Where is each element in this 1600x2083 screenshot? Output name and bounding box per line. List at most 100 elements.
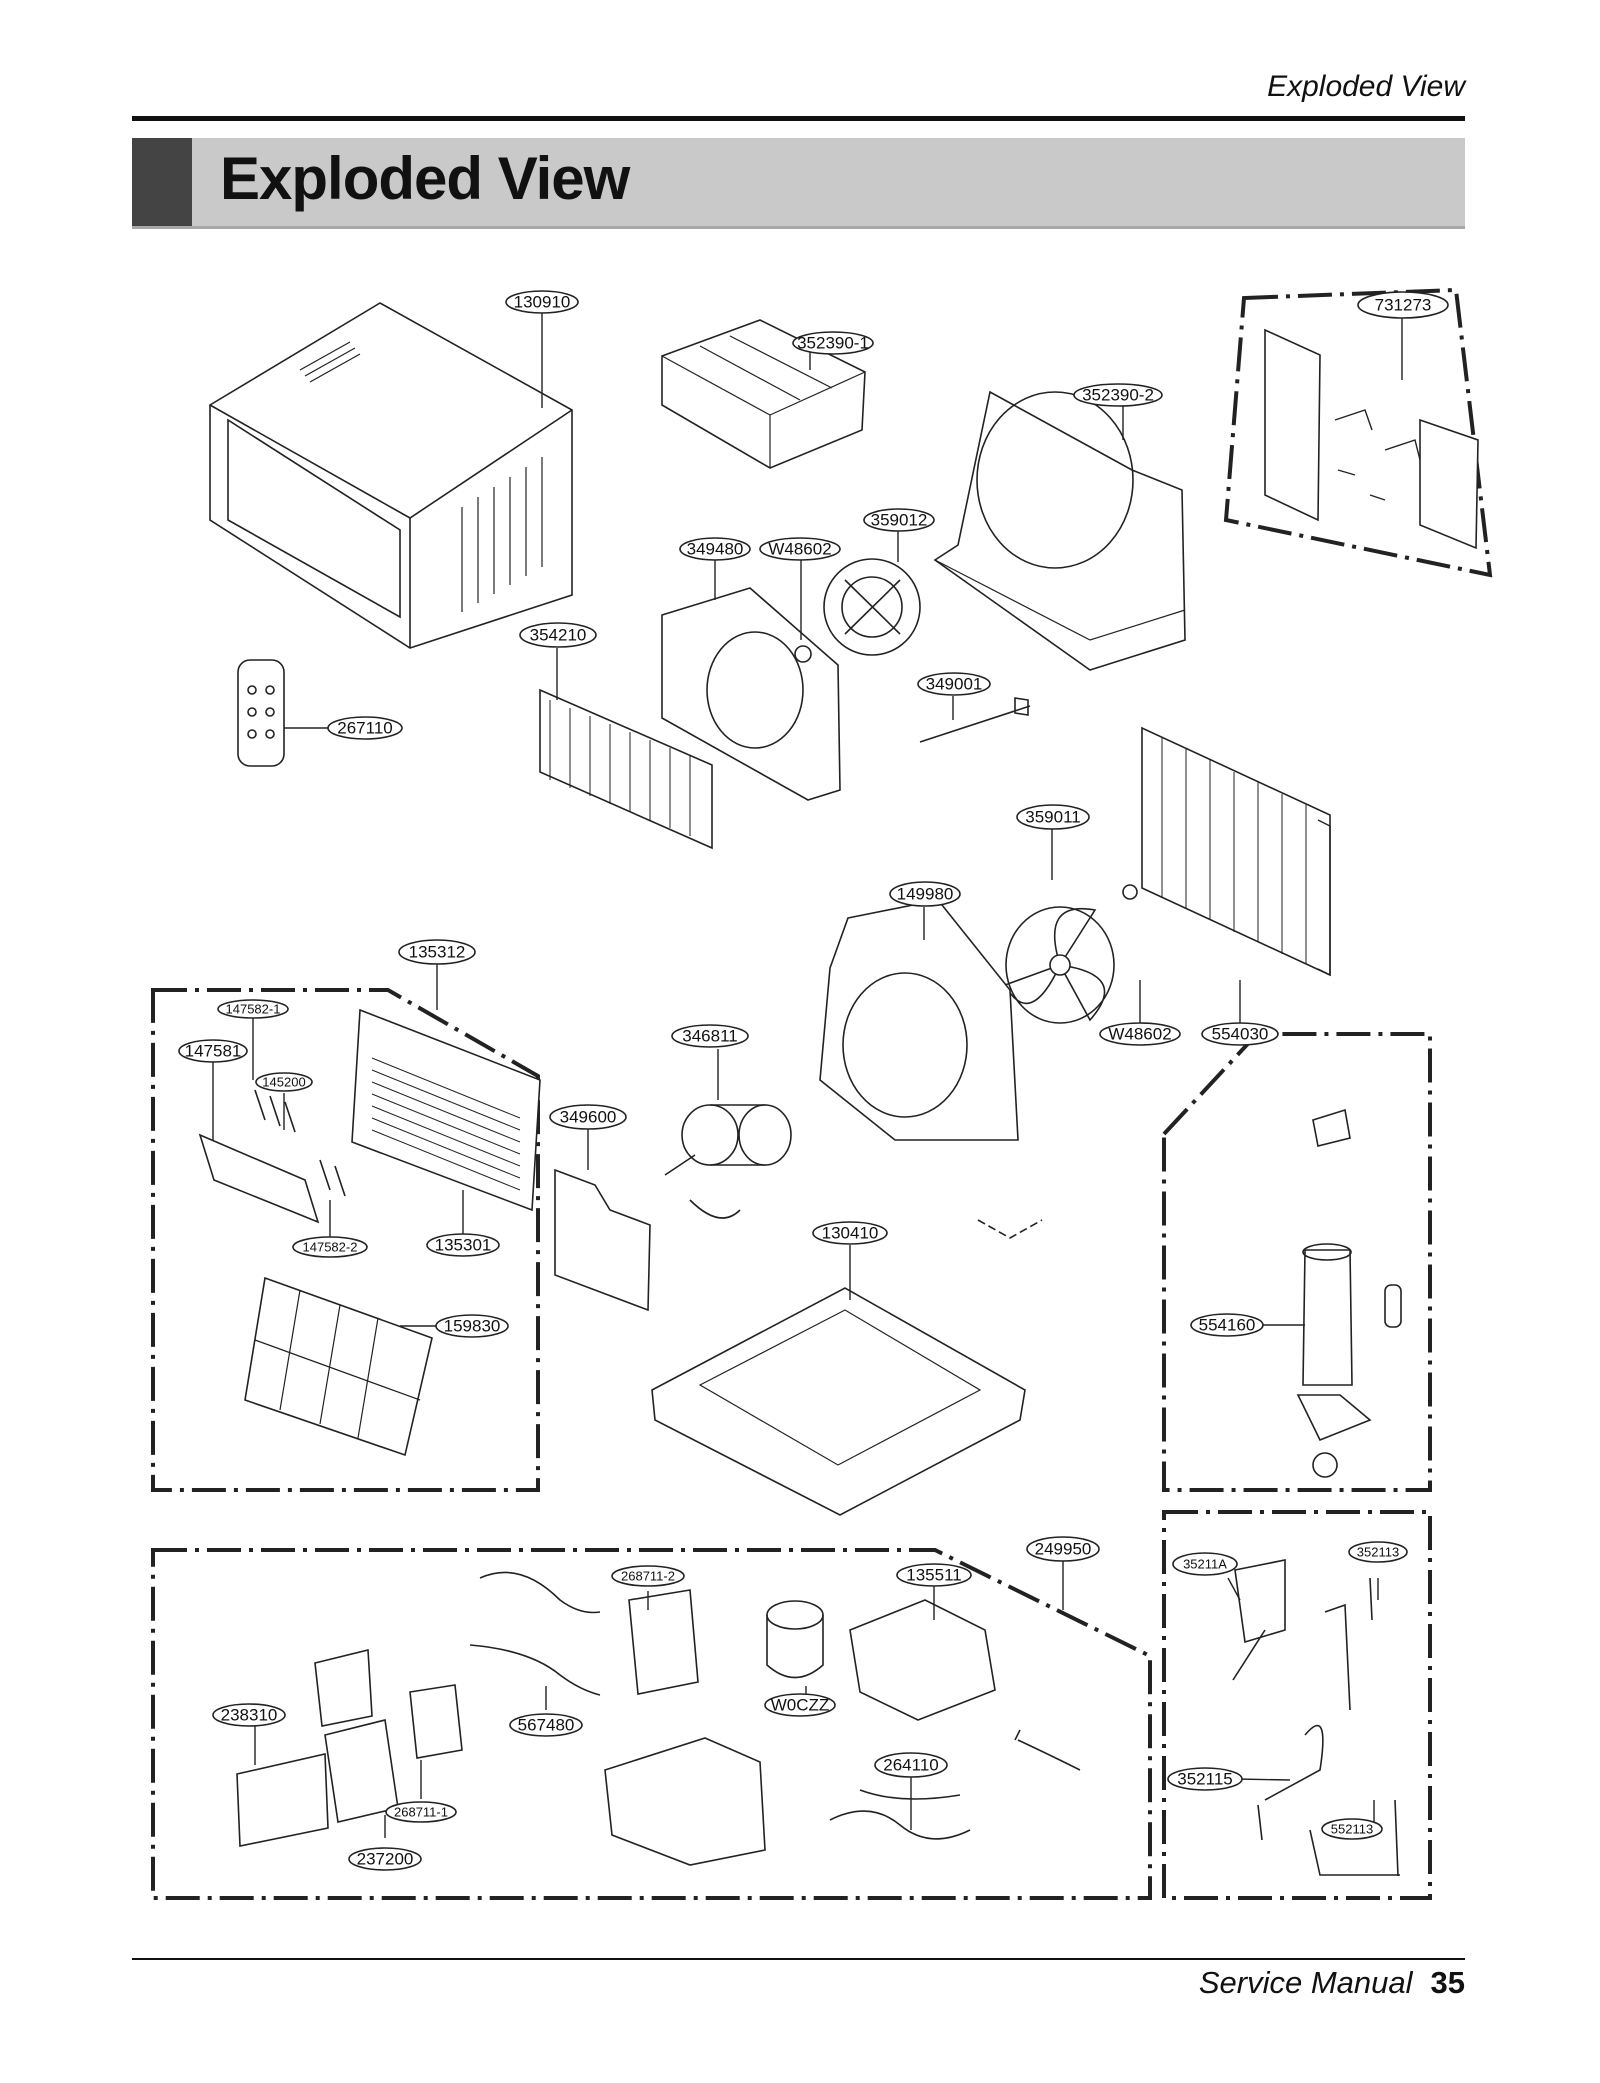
part-callout: 552113 [1321, 1818, 1383, 1840]
svg-text:35211A: 35211A [1183, 1557, 1227, 1572]
part-callout: 238310 [212, 1703, 286, 1727]
part-callout: W48602 [759, 537, 841, 561]
power-cord-part [829, 1789, 971, 1840]
svg-text:W48602: W48602 [1108, 1025, 1171, 1044]
svg-text:567480: 567480 [518, 1716, 575, 1735]
svg-text:159830: 159830 [444, 1317, 501, 1336]
svg-text:731273: 731273 [1375, 296, 1432, 315]
axial-fan-part [1003, 906, 1115, 1024]
air-filter-part [244, 1276, 433, 1457]
base-pan-part [651, 1287, 1026, 1516]
part-callout: 352390-1 [792, 331, 874, 355]
part-callout: 268711-2 [611, 1565, 685, 1587]
svg-text:249950: 249950 [1035, 1540, 1092, 1559]
footer-rule [132, 1958, 1465, 1960]
part-callout: 349480 [679, 537, 751, 561]
capacitor-part [766, 1600, 824, 1679]
curtain-right-part [1419, 418, 1479, 550]
part-callout: 349600 [549, 1104, 627, 1130]
part-callout: 35211A [1172, 1552, 1238, 1576]
part-callout: 268711-1 [385, 1801, 457, 1823]
svg-text:135312: 135312 [409, 943, 466, 962]
part-callout: 135301 [426, 1233, 500, 1257]
fan-motor-part [664, 1104, 792, 1219]
svg-text:135301: 135301 [435, 1236, 492, 1255]
svg-text:W48602: W48602 [768, 540, 831, 559]
svg-text:352113: 352113 [1357, 1545, 1399, 1560]
wire-harness-part [469, 1571, 601, 1696]
svg-text:147581: 147581 [185, 1042, 242, 1061]
part-callout: 249950 [1026, 1536, 1100, 1562]
motor-mount-part [554, 1168, 651, 1312]
fan-nut-2-part [1122, 884, 1138, 900]
grille-insert-part [198, 1133, 320, 1224]
part-callout: 354210 [519, 622, 597, 648]
part-callout: 352113 [1348, 1541, 1408, 1563]
page-number: 35 [1430, 1965, 1465, 2000]
part-callout: 145200 [255, 1072, 313, 1092]
compressor-group-frame [1162, 1032, 1432, 1492]
fan-nut-part [794, 645, 812, 663]
fastener-lines [977, 1219, 1043, 1239]
part-callout: 567480 [509, 1713, 583, 1737]
page-title: Exploded View [220, 145, 630, 212]
svg-text:359012: 359012 [871, 511, 928, 530]
svg-text:130910: 130910 [514, 293, 571, 312]
page-footer: Service Manual 35 [1199, 1965, 1465, 2001]
svg-text:346811: 346811 [682, 1027, 737, 1046]
part-callout: 352390-2 [1073, 383, 1163, 407]
part-callout: 159830 [435, 1314, 509, 1338]
tube-3-part [1257, 1724, 1324, 1841]
svg-text:130410: 130410 [822, 1224, 879, 1243]
part-callout: 147581 [178, 1039, 248, 1063]
part-callout: 147582-1 [217, 999, 289, 1019]
svg-text:135511: 135511 [906, 1566, 961, 1585]
svg-text:149980: 149980 [897, 885, 954, 904]
svg-text:147582-1: 147582-1 [226, 1002, 281, 1017]
svg-text:352390-2: 352390-2 [1082, 386, 1154, 405]
front-grille-part [351, 1008, 541, 1212]
part-callout: 135511 [896, 1563, 972, 1587]
electrical-group-frame [151, 1548, 1152, 1900]
svg-text:349480: 349480 [687, 540, 744, 559]
part-callout: 554160 [1190, 1313, 1264, 1337]
part-callout: 554030 [1201, 1022, 1279, 1046]
part-callout: 147582-2 [292, 1236, 368, 1258]
part-callout: 352115 [1167, 1767, 1243, 1791]
part-callout: W48602 [1099, 1022, 1181, 1046]
part-callout: 264110 [874, 1752, 948, 1778]
part-callout: 267110 [327, 716, 403, 740]
shroud-part [819, 899, 1019, 1141]
part-callout: 135312 [398, 939, 476, 965]
part-callout: 237200 [348, 1847, 422, 1871]
wire-part [1014, 1729, 1081, 1771]
svg-text:264110: 264110 [883, 1756, 938, 1775]
svg-text:349600: 349600 [560, 1108, 617, 1127]
svg-text:267110: 267110 [337, 719, 392, 738]
svg-text:147582-2: 147582-2 [303, 1240, 358, 1255]
section-banner: Exploded View [132, 138, 1465, 229]
svg-text:268711-1: 268711-1 [394, 1805, 448, 1820]
part-callout: W0CZZ [764, 1693, 836, 1717]
svg-text:552113: 552113 [1331, 1822, 1373, 1837]
orifice-part [661, 587, 841, 801]
curtain-left-part [1264, 328, 1321, 522]
part-callout: 349001 [917, 672, 991, 696]
control-cover-part [849, 1599, 996, 1721]
svg-text:W0CZZ: W0CZZ [771, 1696, 830, 1715]
blower-fan-part [823, 558, 921, 656]
display-board-part [314, 1648, 373, 1727]
header-rule [132, 116, 1465, 121]
control-box-part [604, 1737, 766, 1866]
thermistor-part [919, 697, 1031, 743]
manual-label: Service Manual [1198, 1965, 1413, 2000]
svg-text:554160: 554160 [1199, 1316, 1256, 1335]
front-grille-group-frame [151, 988, 540, 1492]
part-callout: 359011 [1016, 804, 1090, 830]
tubing-group-frame [1162, 1510, 1432, 1900]
part-callout: 130410 [812, 1221, 888, 1245]
part-callout: 731273 [1357, 291, 1449, 319]
svg-text:554030: 554030 [1212, 1025, 1269, 1044]
pcb-part [409, 1684, 463, 1759]
